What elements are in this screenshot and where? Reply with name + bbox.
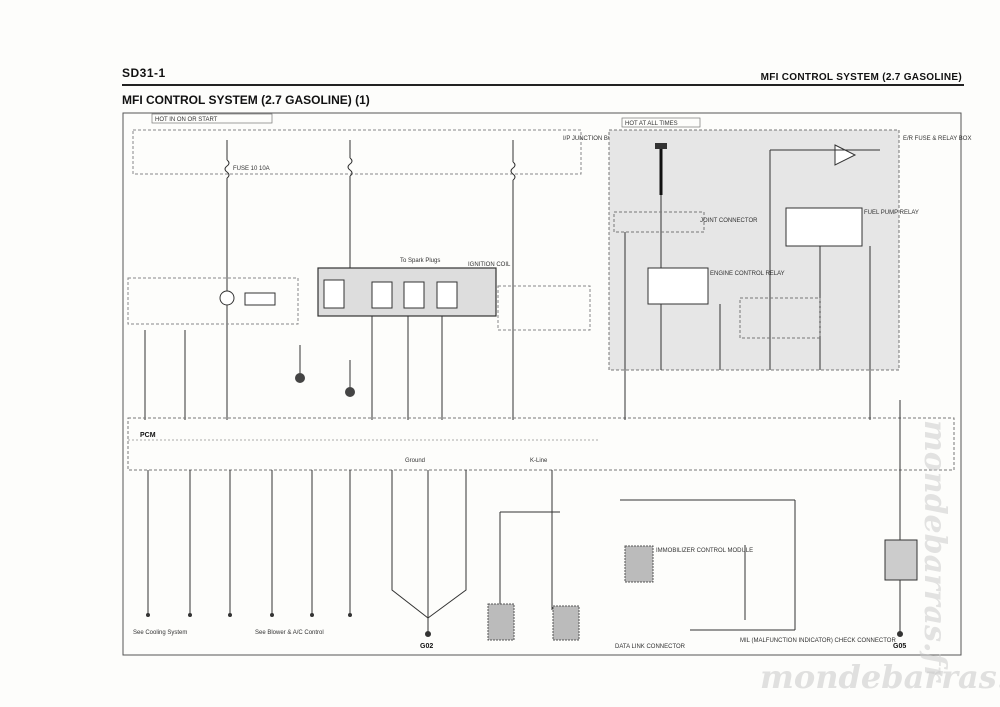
fuse-right xyxy=(510,140,516,420)
junction-box-label: I/P JUNCTION BOX xyxy=(563,136,617,142)
ground-g02-label: G02 xyxy=(420,643,433,650)
sensor-symbol xyxy=(219,290,235,306)
fuse-middle xyxy=(347,140,353,270)
ground-wires xyxy=(391,470,467,632)
engine-control-relay-label: ENGINE CONTROL RELAY xyxy=(710,271,785,277)
k-line-wires xyxy=(499,470,796,631)
engine-box-label: E/R FUSE & RELAY BOX xyxy=(903,136,971,142)
mil-check-label: MIL (MALFUNCTION INDICATOR) CHECK CONNEC… xyxy=(740,638,896,644)
page-code: SD31-1 xyxy=(122,66,166,80)
header-rule xyxy=(122,84,964,86)
lower-left-wires xyxy=(147,470,351,615)
joint-connector-lower xyxy=(739,297,821,339)
fuel-pump-relay-label: FUEL PUMP RELAY xyxy=(864,210,919,216)
ground-symbol-2 xyxy=(345,387,355,397)
hot-at-all-times-label: HOT AT ALL TIMES xyxy=(625,121,678,127)
connector-c1 xyxy=(487,603,515,641)
immobilizer-label: IMMOBILIZER CONTROL MODULE xyxy=(656,548,753,554)
ignition-coil-label: IGNITION COIL xyxy=(468,262,511,268)
fuse-10-label: FUSE 10 10A xyxy=(233,166,270,172)
ground-point-g05 xyxy=(897,631,903,637)
junction-box-region xyxy=(132,129,582,175)
coil-2 xyxy=(371,281,393,309)
pcm-label: PCM xyxy=(140,432,156,439)
ground-g05-label: G05 xyxy=(893,643,906,650)
middle-wires xyxy=(144,316,443,420)
watermark-side: mondebarras.fr xyxy=(917,420,952,682)
battery-fuse xyxy=(655,143,667,149)
ac-control-label: See Blower & A/C Control xyxy=(255,630,324,636)
fuel-pump-relay xyxy=(785,207,863,247)
engine-control-relay xyxy=(647,267,709,305)
diagram-title: MFI CONTROL SYSTEM (2.7 GASOLINE) (1) xyxy=(122,93,370,107)
diagram-frame xyxy=(122,112,962,656)
fuse-left xyxy=(224,140,230,420)
sensor-region xyxy=(127,277,299,325)
immobilizer-module xyxy=(624,545,654,583)
hot-in-on-box xyxy=(151,113,273,124)
engine-fuse-relay-box xyxy=(608,129,900,371)
hot-at-all-times-box xyxy=(621,117,701,128)
sensor-box xyxy=(244,292,276,306)
coil-3 xyxy=(403,281,425,309)
watermark-bottom: mondebarras.fr xyxy=(760,658,1000,696)
k-line-label: K-Line xyxy=(530,458,548,464)
connector-c2 xyxy=(552,605,580,641)
ground-label: Ground xyxy=(405,458,425,464)
joint-connector-middle xyxy=(497,285,591,331)
spark-plugs-label: To Spark Plugs xyxy=(400,258,440,264)
ground-point-g02 xyxy=(425,631,431,637)
hot-in-on-label: HOT IN ON OR START xyxy=(155,117,218,123)
joint-connector-right xyxy=(613,211,705,233)
cooling-system-label: See Cooling System xyxy=(133,630,187,636)
pcm-connector-band xyxy=(127,417,955,471)
coil-1 xyxy=(323,279,345,309)
joint-connector-label: JOINT CONNECTOR xyxy=(700,218,758,224)
data-link-label: DATA LINK CONNECTOR xyxy=(615,644,686,650)
lower-left-terminals xyxy=(146,613,352,617)
right-connector xyxy=(884,539,918,581)
coil-4 xyxy=(436,281,458,309)
section-title: MFI CONTROL SYSTEM (2.7 GASOLINE) xyxy=(760,72,962,83)
ground-symbol-1 xyxy=(295,373,305,383)
